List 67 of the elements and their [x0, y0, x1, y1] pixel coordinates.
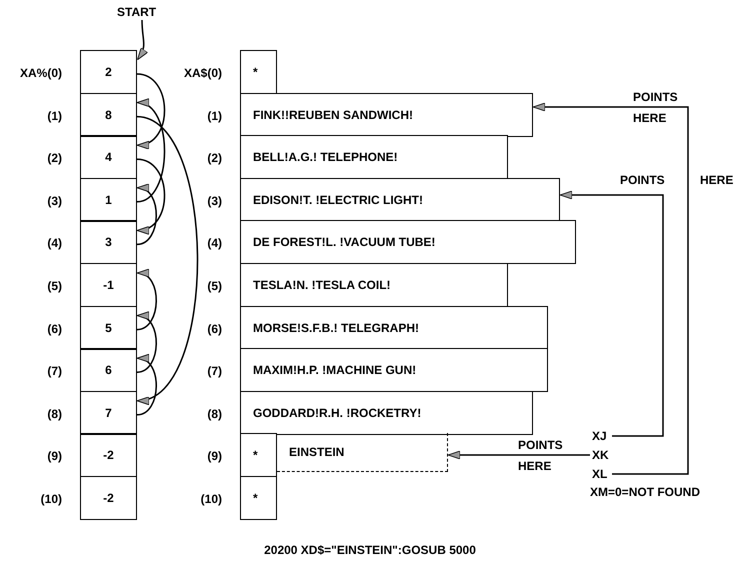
array-cell: -2	[80, 433, 137, 478]
index-label: (3)	[46, 192, 62, 210]
array-cell: EDISON!T. !ELECTRIC LIGHT!	[240, 178, 560, 222]
index-label: (10)	[200, 491, 222, 508]
text-label: XJ	[592, 428, 612, 444]
array-cell: *	[240, 433, 277, 478]
index-label: XA%(0)	[18, 65, 62, 82]
caption: 20200 XD$="EINSTEIN":GOSUB 5000	[263, 542, 477, 559]
index-label: (5)	[206, 278, 222, 296]
note-label: XM=0=NOT FOUND	[590, 485, 702, 500]
index-label: (8)	[206, 406, 222, 423]
text-label: XK	[592, 447, 612, 463]
index-label: (5)	[46, 278, 62, 296]
array-cell: MAXIM!H.P. !MACHINE GUN!	[240, 348, 548, 392]
text-label: START	[117, 4, 167, 20]
index-label: XA$(0)	[182, 65, 222, 82]
array-cell: -2	[80, 476, 137, 520]
arrow	[136, 356, 157, 416]
index-label: (6)	[46, 320, 62, 338]
array-cell: MORSE!S.F.B.! TELEGRAPH!	[240, 306, 548, 350]
index-label: (1)	[206, 108, 222, 125]
arrow	[136, 270, 157, 330]
array-cell: 4	[80, 135, 137, 180]
index-label: (8)	[46, 406, 62, 423]
index-label: (7)	[206, 363, 222, 380]
array-cell: *	[240, 50, 277, 94]
array-cell: 6	[80, 348, 137, 392]
index-label: (3)	[206, 192, 222, 210]
array-cell: TESLA!N. !TESLA COIL!	[240, 263, 508, 308]
array-cell: 1	[80, 178, 137, 222]
array-cell: 2	[80, 50, 137, 94]
note-label: POINTS HERE	[518, 437, 564, 475]
array-cell: BELL!A.G.! TELEPHONE!	[240, 135, 508, 180]
array-cell: FINK!!REUBEN SANDWICH!	[240, 92, 533, 137]
arrow	[136, 116, 198, 402]
text-label: XL	[592, 466, 612, 482]
index-label: (9)	[206, 448, 222, 466]
arrow	[137, 20, 148, 60]
note-label: POINTS	[620, 173, 666, 188]
arrow	[136, 186, 157, 246]
array-cell: 8	[80, 92, 137, 137]
arrow	[560, 190, 664, 437]
index-label: (2)	[46, 150, 62, 168]
array-cell: 7	[80, 390, 137, 435]
array-cell: DE FOREST!L. !VACUUM TUBE!	[240, 220, 576, 264]
index-label: (1)	[46, 108, 62, 125]
index-label: (4)	[206, 235, 222, 252]
array-cell: 5	[80, 306, 137, 350]
array-cell: *	[240, 476, 277, 520]
dashed-box: EINSTEIN	[277, 433, 448, 472]
note-label: POINTS HERE	[633, 89, 679, 127]
arrow	[136, 313, 157, 373]
arrow	[136, 100, 166, 203]
array-cell: -1	[80, 263, 137, 308]
array-cell: 3	[80, 220, 137, 264]
arrow	[136, 73, 166, 148]
index-label: (6)	[206, 320, 222, 338]
arrow	[136, 158, 166, 233]
index-label: (10)	[40, 491, 62, 508]
arrow	[532, 102, 689, 475]
index-label: (2)	[206, 150, 222, 168]
note-label: HERE	[700, 173, 734, 188]
array-cell: GODDARD!R.H. !ROCKETRY!	[240, 390, 533, 435]
index-label: (9)	[46, 448, 62, 466]
index-label: (7)	[46, 363, 62, 380]
index-label: (4)	[46, 235, 62, 252]
arrow	[448, 450, 590, 460]
